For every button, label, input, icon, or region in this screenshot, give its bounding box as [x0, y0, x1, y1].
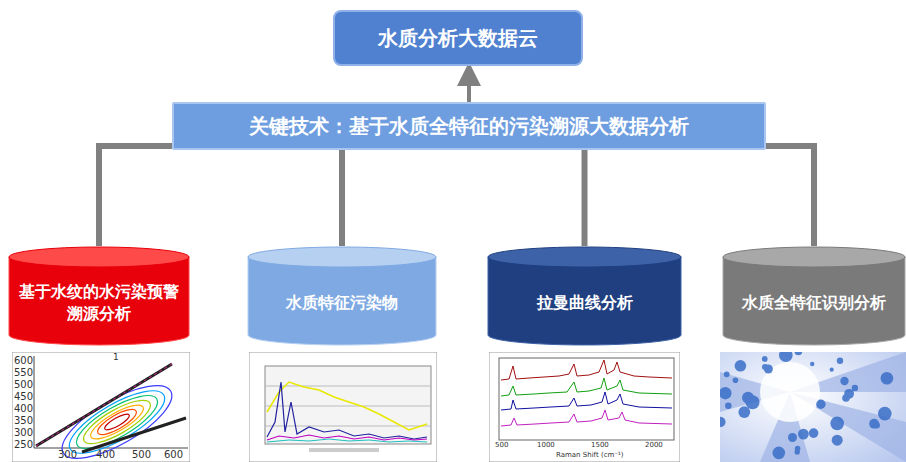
navy-cylinder: 拉曼曲线分析 — [487, 246, 682, 346]
connector — [99, 146, 172, 246]
axis-tick: 450 — [14, 392, 33, 402]
axis-tick: 600 — [14, 356, 33, 366]
axis-title: Raman Shift (cm⁻¹) — [556, 452, 624, 459]
node-text: 基于水纹的水污染预警溯源分析 — [18, 281, 180, 324]
axis-tick: 550 — [14, 368, 33, 378]
axis-tick: 600 — [164, 450, 183, 460]
connector — [582, 150, 588, 246]
top-box: 水质分析大数据云 — [333, 10, 583, 66]
axis-tick: 500 — [495, 442, 508, 449]
feature-bubble-wheel — [720, 352, 906, 462]
axis-tick: 500 — [14, 380, 33, 390]
pollutant-chart — [249, 352, 437, 462]
axis-tick: 300 — [58, 450, 77, 460]
node-text: 水质特征污染物 — [286, 292, 398, 314]
axis-tick: 250 — [14, 440, 33, 450]
axis-tick: 1000 — [537, 442, 555, 449]
axis-tick: 1 — [113, 353, 119, 362]
light-blue-cylinder: 水质特征污染物 — [247, 246, 437, 346]
connector — [766, 146, 814, 246]
grey-cylinder: 水质全特征识别分析 — [722, 246, 906, 346]
axis-tick: 2000 — [645, 442, 663, 449]
axis-tick: 300 — [14, 428, 33, 438]
node-text: 水质全特征识别分析 — [742, 292, 886, 314]
node-text: 关键技术：基于水质全特征的污染溯源大数据分析 — [249, 113, 689, 140]
node-text: 拉曼曲线分析 — [537, 292, 633, 314]
contour-plot — [12, 352, 190, 462]
node-text: 水质分析大数据云 — [378, 25, 538, 52]
key-tech-band: 关键技术：基于水质全特征的污染溯源大数据分析 — [172, 102, 766, 150]
axis-tick: 1500 — [591, 442, 609, 449]
connector — [339, 150, 345, 246]
connector — [467, 66, 471, 102]
axis-tick: 350 — [14, 416, 33, 426]
red-cylinder: 基于水纹的水污染预警溯源分析 — [8, 246, 190, 346]
axis-tick: 500 — [132, 450, 151, 460]
axis-tick: 400 — [96, 450, 115, 460]
axis-tick: 400 — [14, 404, 33, 414]
